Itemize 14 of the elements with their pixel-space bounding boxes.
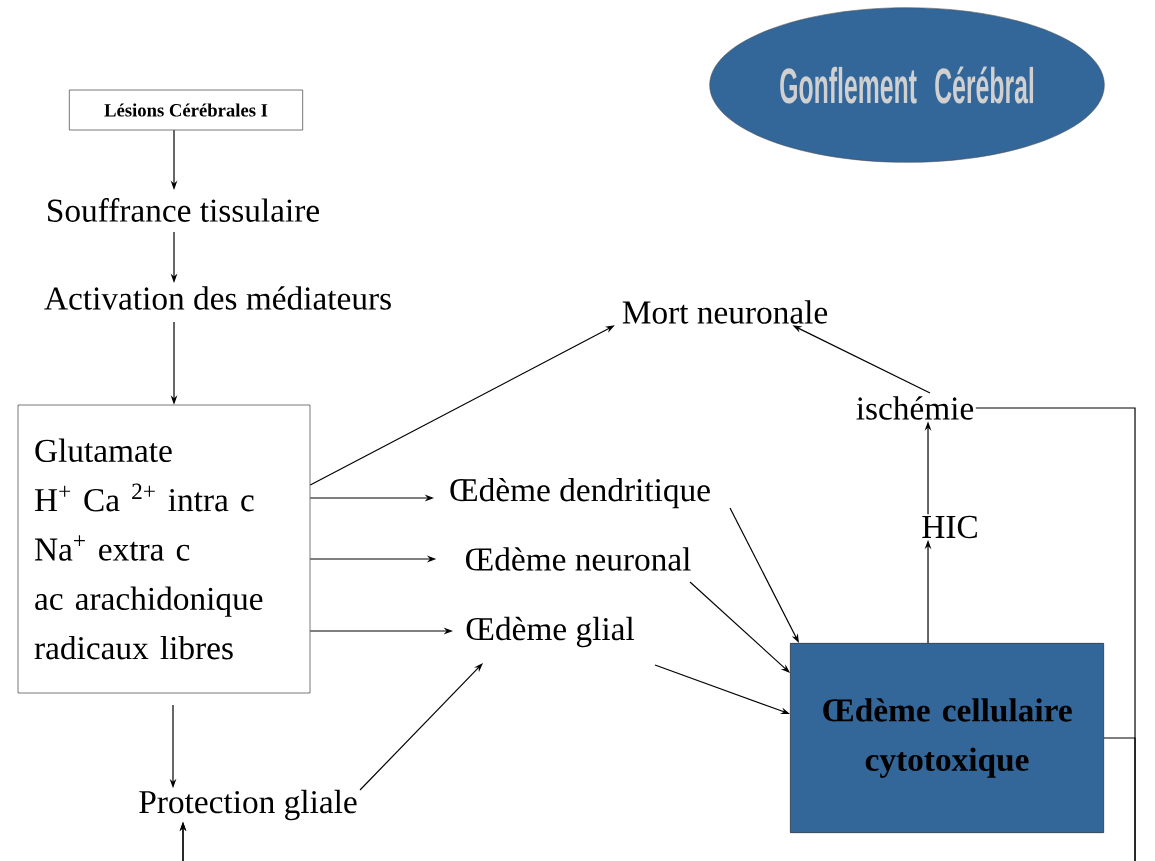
process-box: Œdème cellulaire cytotoxique [790,643,1104,833]
arrow [359,663,483,791]
arrow [179,737,1136,861]
flow-text: ischémie [856,396,974,420]
process-box: Glutamate H$^{+}$ Ca $^{2+}$ intra c Na$^{+}$ extra c ac arachidonique radicaux libres [17,404,311,694]
flow-text: HIC [922,515,977,539]
flow-text: Œdème glial [466,616,635,648]
flow-text: Souffrance tissulaire [48,198,319,222]
flow-text: Œdème neuronal [466,547,691,571]
flow-text: Œdème dendritique [450,477,710,509]
flow-text: Activation des médiateurs [44,286,391,310]
process-box: Lésions Cérébrales I [69,89,303,131]
flow-text: Protection gliale [139,789,357,821]
flow-text: Mort neuronale [622,300,828,324]
